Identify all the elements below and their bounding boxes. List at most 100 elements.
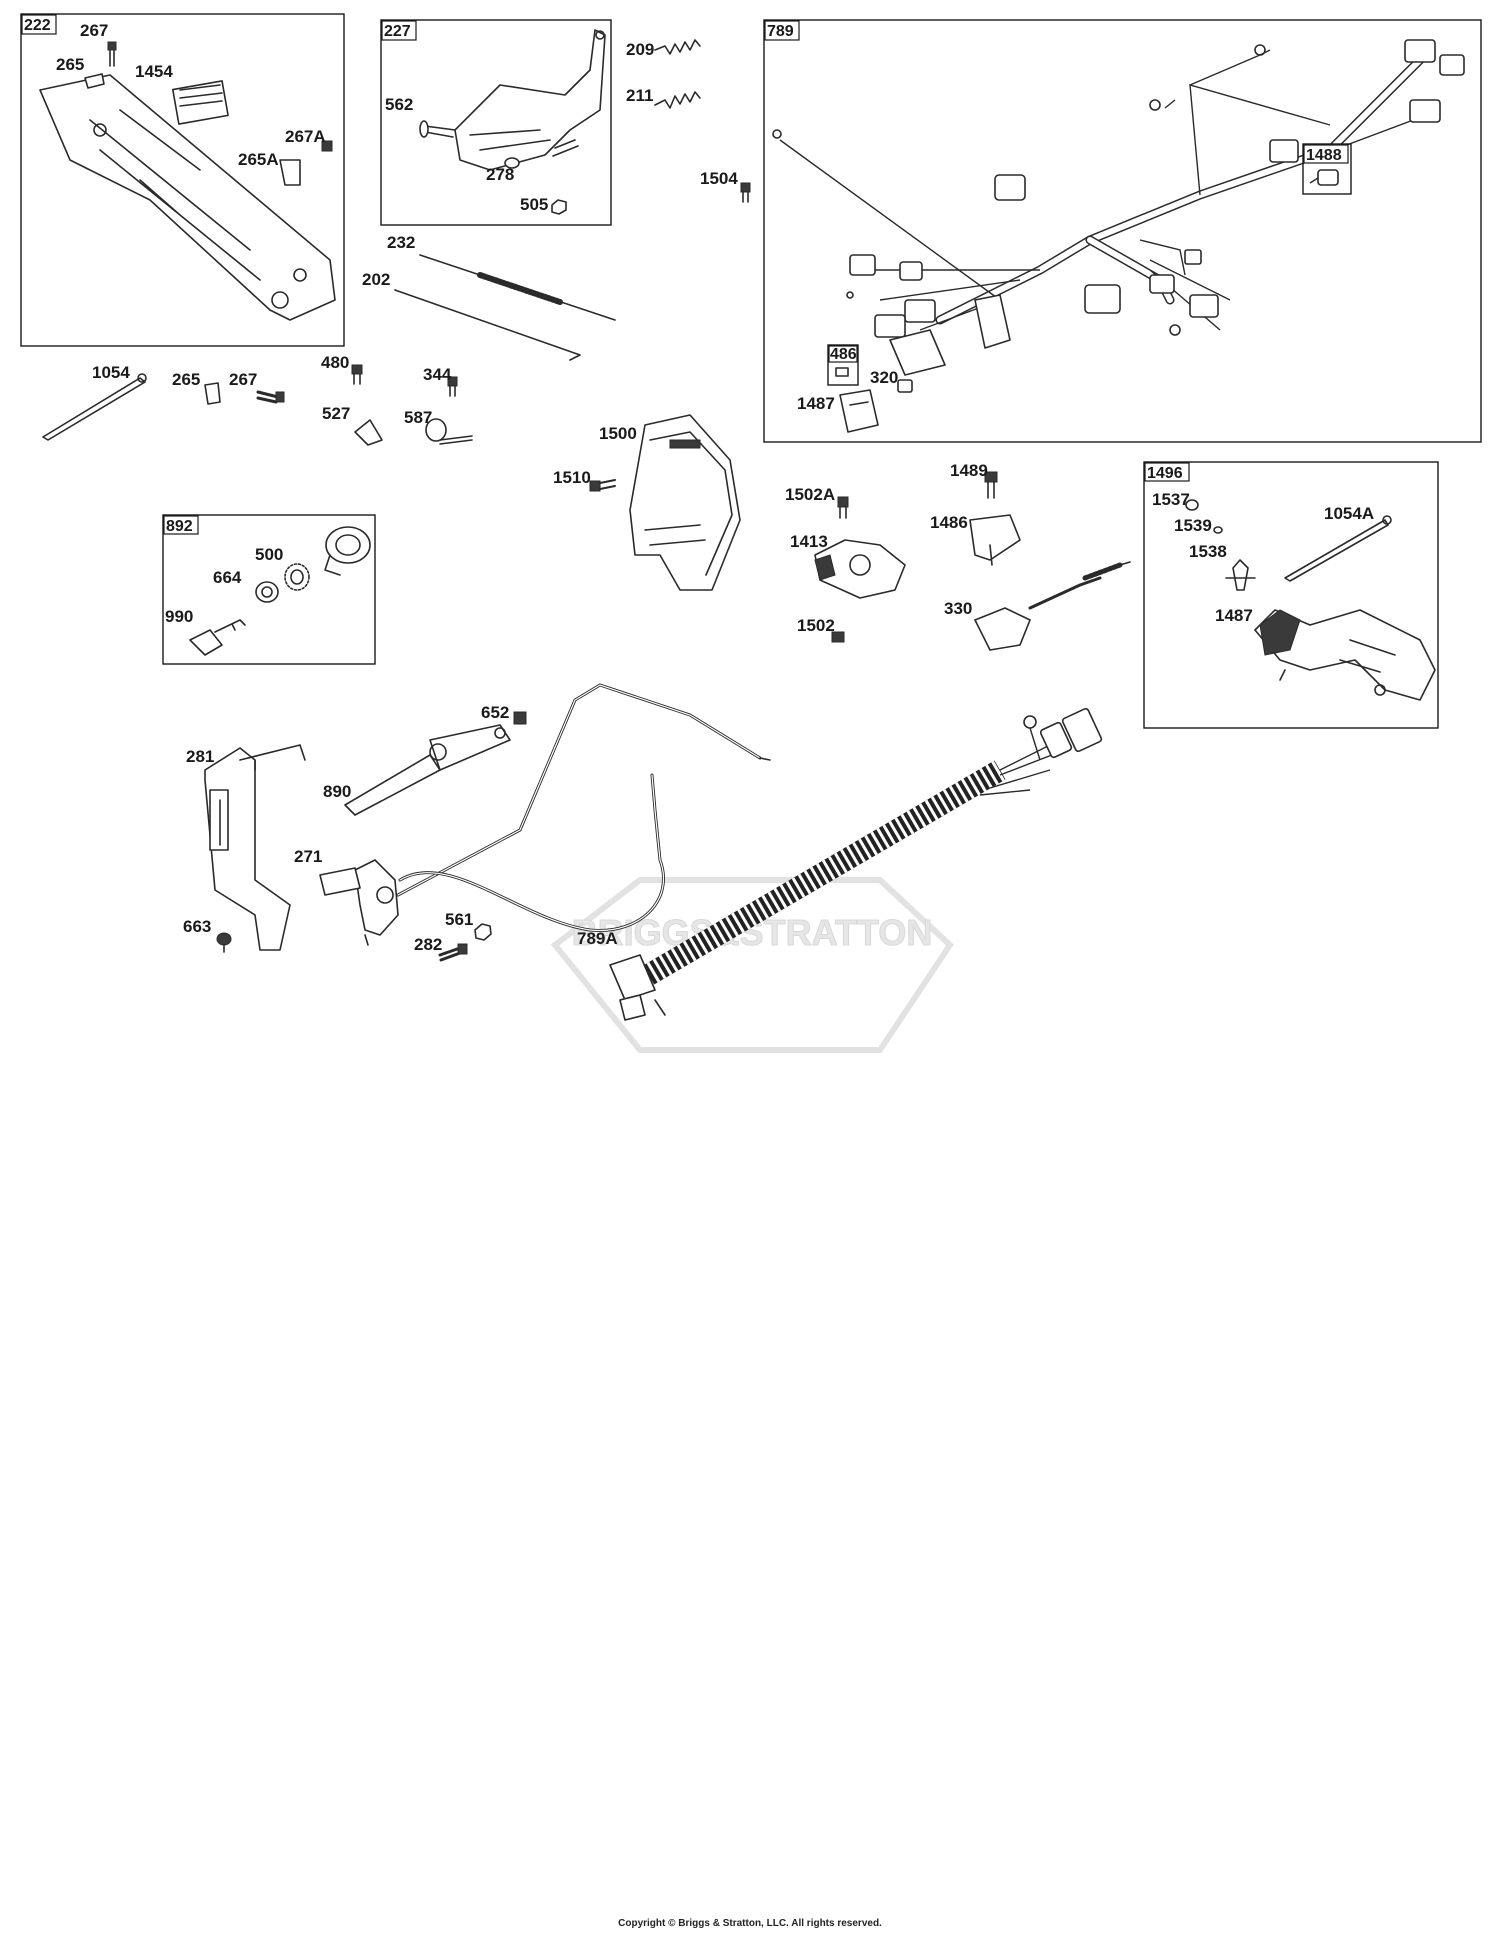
cable-tie-1054-part[interactable]: [42, 373, 147, 441]
callout-1487: 1487: [1215, 606, 1253, 625]
callout-281: 281: [186, 747, 214, 766]
callout-1504: 1504: [700, 169, 738, 188]
callout-330: 330: [944, 599, 972, 618]
group-1496: 1496 1537 1539 1054A 1538 1487: [1143, 461, 1439, 729]
callout-1502A: 1502A: [785, 485, 835, 504]
screw-1489-part[interactable]: [984, 471, 998, 499]
pin-562-part[interactable]: [419, 120, 456, 138]
callout-663: 663: [183, 917, 211, 936]
callout-282: 282: [414, 935, 442, 954]
clamp-527-part[interactable]: [354, 419, 383, 446]
screw-267b-part[interactable]: [256, 390, 285, 404]
callout-1538: 1538: [1189, 542, 1227, 561]
callout-211: 211: [626, 86, 653, 105]
callout-1054: 1054: [92, 363, 130, 382]
oxygen-sensor-330-part[interactable]: [974, 561, 1131, 651]
wiring-harness-789-part[interactable]: [772, 39, 1465, 376]
screw-652-part[interactable]: [513, 711, 527, 725]
callout-267: 267: [229, 370, 257, 389]
screw-267-part[interactable]: [107, 41, 117, 67]
control-assembly-271-part[interactable]: [319, 859, 399, 946]
bracket-1487-part[interactable]: [1254, 609, 1436, 701]
screw-1502A-part[interactable]: [837, 496, 849, 519]
callout-267A: 267A: [285, 127, 326, 146]
screw-267A-part[interactable]: [321, 140, 333, 152]
grommet-1538-part[interactable]: [1225, 559, 1256, 591]
callout-500: 500: [255, 545, 283, 564]
callout-1537: 1537: [1152, 490, 1190, 509]
callout-232: 232: [387, 233, 415, 252]
callout-267: 267: [80, 21, 108, 40]
callout-587: 587: [404, 408, 432, 427]
callout-652: 652: [481, 703, 509, 722]
screw-1504-part[interactable]: [740, 182, 751, 203]
screw-344-part[interactable]: [447, 376, 458, 397]
plug-320-part[interactable]: [897, 379, 913, 393]
callout-278: 278: [486, 165, 514, 184]
throttle-body-1413-part[interactable]: [814, 539, 906, 599]
callout-1486: 1486: [930, 513, 968, 532]
group-label-227: 227: [384, 23, 411, 40]
group-label-892: 892: [166, 518, 193, 535]
callout-561: 561: [445, 910, 473, 929]
throttle-lever-part[interactable]: [454, 29, 606, 171]
callout-202: 202: [362, 270, 390, 289]
callout-527: 527: [322, 404, 350, 423]
callout-344: 344: [423, 365, 452, 384]
group-label-789: 789: [767, 23, 794, 40]
governor-spring-rod-232-part[interactable]: [419, 254, 616, 321]
nut-505-part[interactable]: [551, 199, 567, 215]
callout-1510: 1510: [553, 468, 591, 487]
screw-480-part[interactable]: [351, 364, 363, 385]
screw-1510-part[interactable]: [589, 479, 616, 492]
ignition-switch-part[interactable]: [324, 526, 371, 576]
nut-664-part[interactable]: [255, 581, 279, 603]
callout-1500: 1500: [599, 424, 637, 443]
washer-1539-part[interactable]: [1213, 526, 1223, 534]
cable-tie-1054A-part[interactable]: [1284, 515, 1392, 582]
governor-bracket-part[interactable]: [39, 74, 336, 321]
clip-265b-part[interactable]: [204, 382, 221, 405]
washer-278-part[interactable]: [504, 157, 520, 169]
clamp-587-part[interactable]: [425, 418, 473, 445]
connector-1488-part[interactable]: [1309, 169, 1339, 186]
group-label-1496: 1496: [1147, 465, 1183, 482]
spring-209-part[interactable]: [654, 39, 701, 55]
group-789: 789: [763, 19, 1482, 443]
callout-505: 505: [520, 195, 548, 214]
callout-265: 265: [56, 55, 84, 74]
key-990-part[interactable]: [189, 619, 246, 656]
group-label-222: 222: [24, 17, 51, 34]
ecu-module-1500-part[interactable]: [629, 414, 741, 591]
callout-1502: 1502: [797, 616, 835, 635]
nut-561-part[interactable]: [474, 923, 492, 941]
callout-209: 209: [626, 40, 654, 59]
screw-663-part[interactable]: [216, 932, 232, 953]
link-rod-202-part[interactable]: [394, 289, 581, 361]
callout-1489: 1489: [950, 461, 988, 480]
clip-265-part[interactable]: [84, 73, 105, 89]
harness-789A-part[interactable]: [609, 707, 1103, 1021]
group-892: 892 500 664 990: [162, 514, 376, 665]
callout-990: 990: [165, 607, 193, 626]
choke-lever-890-part[interactable]: [344, 724, 511, 816]
callout-664: 664: [213, 568, 242, 587]
connector-1487-part[interactable]: [839, 389, 879, 433]
group-486: 486: [827, 344, 859, 386]
spring-211-part[interactable]: [654, 91, 701, 109]
group-1488: 1488: [1302, 143, 1352, 195]
callout-562: 562: [385, 95, 413, 114]
control-bracket-281-part[interactable]: [204, 744, 306, 951]
control-cable-part[interactable]: [396, 683, 771, 932]
callout-1539: 1539: [1174, 516, 1212, 535]
lockwasher-500-part[interactable]: [284, 563, 310, 591]
screw-282-part[interactable]: [438, 943, 468, 962]
group-222: 222 267 265 1454 267A 265A: [20, 13, 345, 347]
terminal-486-part[interactable]: [835, 367, 849, 377]
nut-1537-part[interactable]: [1185, 499, 1199, 511]
sensor-1486-part[interactable]: [969, 514, 1021, 566]
group-label-1488: 1488: [1306, 147, 1342, 164]
screw-1502-part[interactable]: [831, 631, 845, 643]
callout-320: 320: [870, 368, 898, 387]
